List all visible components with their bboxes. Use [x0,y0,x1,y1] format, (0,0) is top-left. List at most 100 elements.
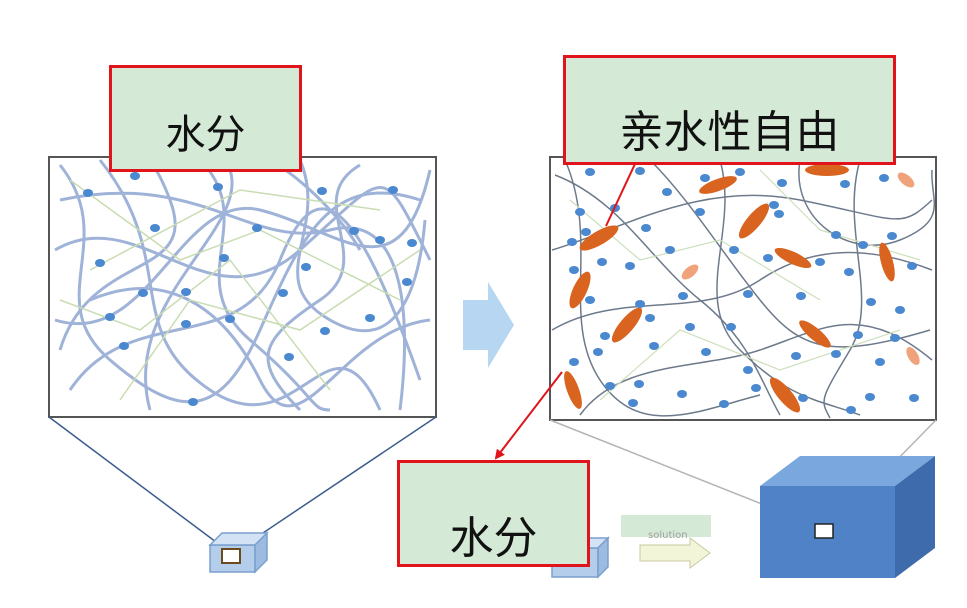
water-dot [743,290,753,298]
water-dot [865,393,875,401]
water-dot [597,258,607,266]
water-dot [677,390,687,398]
water-dot [581,228,591,236]
label-bottom-text: 水分 [449,512,538,564]
water-dot [575,208,585,216]
water-dot [858,241,868,249]
hydrophilic-ellipse [738,203,770,239]
water-dot [105,313,115,321]
water-dot [600,332,610,340]
water-dot [777,179,787,187]
water-dot [844,268,854,276]
water-dot [317,187,327,195]
water-dot [853,331,863,339]
water-dot [879,174,889,182]
small-cube-icon [208,531,269,574]
water-dot [585,296,595,304]
label-top-right-text: 亲水性自由 [619,107,840,158]
water-dot [402,278,412,286]
water-dot [685,323,695,331]
water-dot [635,300,645,308]
water-dot [649,342,659,350]
left-panel-frame [48,156,437,418]
water-dot [181,320,191,328]
water-dot [219,254,229,262]
water-dot [569,358,579,366]
arrow-bottom [494,371,563,460]
water-dot [907,262,917,270]
water-dot [83,189,93,197]
left-fibers [54,145,432,412]
hydrophilic-ellipse [611,307,643,343]
water-dot [119,342,129,350]
water-dot [628,399,638,407]
water-dot [213,183,223,191]
water-dot [895,306,905,314]
hydrophilic-ellipse [769,377,801,413]
water-dot [662,188,672,196]
hydrophilic-ellipse [681,264,699,280]
hydrophilic-ellipse [906,346,920,366]
hydrophilic-ellipse [774,247,812,269]
water-dot [605,382,615,390]
water-dot [751,384,761,392]
water-dot [225,315,235,323]
water-dot [796,292,806,300]
transition-arrow-icon [463,282,514,368]
hydrophilic-ellipse [879,242,895,282]
water-dot [641,224,651,232]
hydrophilic-ellipse [579,225,619,251]
hydrophilic-ellipse [805,164,849,176]
water-dot [188,398,198,406]
water-dot [349,227,359,235]
solution-text: solution [648,530,688,541]
water-dot [695,208,705,216]
water-dot [875,358,885,366]
water-dot [866,298,876,306]
water-dot [593,348,603,356]
right-hydrophilic-ellipses [564,164,920,413]
left-zoom-lines [48,416,437,546]
water-dot [831,350,841,358]
hydrophilic-ellipse [799,320,831,348]
water-dot [719,400,729,408]
water-dot [701,348,711,356]
water-dot [774,210,784,218]
water-dot [365,314,375,322]
large-cube-icon [760,456,935,578]
water-dot [138,289,148,297]
water-dot [569,266,579,274]
water-dot [909,394,919,402]
water-dot [407,239,417,247]
water-dot [735,168,745,176]
water-dot [284,353,294,361]
right-network-panel [549,156,937,421]
water-dot [301,263,311,271]
water-dot [791,352,801,360]
water-dot [625,262,635,270]
water-dot [831,231,841,239]
water-dot [726,323,736,331]
water-dot [320,327,330,335]
hydrophilic-ellipse [699,176,737,194]
water-dot [840,180,850,188]
right-fibers [551,159,936,419]
water-dot [769,201,779,209]
hydrophilic-ellipse [897,172,915,188]
water-dot [887,232,897,240]
water-dot [645,314,655,322]
water-dot [95,259,105,267]
water-dot [585,168,595,176]
left-network-panel [48,145,437,418]
water-dot [743,366,753,374]
right-water-dots [567,167,919,414]
left-water-dots [83,172,417,406]
water-dot [700,174,710,182]
water-dot [634,380,644,388]
label-top-right: 亲水性自由 [563,55,896,165]
water-dot [729,246,739,254]
water-dot [798,394,808,402]
water-dot [846,406,856,414]
label-bottom: 水分 [397,460,590,567]
